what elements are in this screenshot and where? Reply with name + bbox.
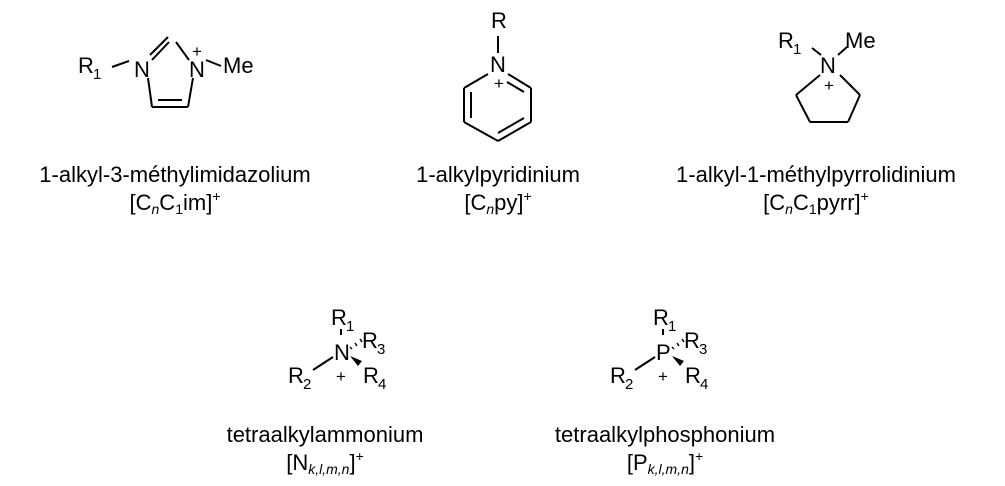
imidazolium-n1-label: N — [134, 57, 150, 82]
ammonium-wedge-bond — [350, 356, 362, 366]
phosphonium-r4-subscript: 4 — [700, 376, 708, 393]
phosphonium-charge: + — [658, 367, 668, 386]
imidazolium-methyl-label: Me — [223, 53, 254, 78]
ammonium-r2-subscript: 2 — [303, 376, 311, 393]
imidazolium-caption: 1-alkyl-3-méthylimidazolium [CnC1im]+ — [2, 161, 348, 217]
pyrrolidinium-abbreviation: [CnC1pyrr]+ — [763, 188, 869, 217]
pyrrolidinium-n-label: N — [820, 53, 836, 78]
phosphonium-r4-label: R — [685, 363, 701, 388]
phosphonium-caption: tetraalkylphosphonium [Pk,l,m,n]+ — [520, 421, 810, 477]
pyrrolidinium-methyl-label: Me — [845, 28, 876, 53]
phosphonium-abbreviation: [Pk,l,m,n]+ — [626, 448, 704, 477]
phosphonium-r2-label: R — [610, 363, 626, 388]
pyrrolidinium-name: 1-alkyl-1-méthylpyrrolidinium — [676, 162, 956, 187]
pyridinium-name: 1-alkylpyridinium — [416, 162, 580, 187]
imidazolium-structure: R 1 N N + Me — [78, 36, 254, 108]
phosphonium-r2-subscript: 2 — [625, 376, 633, 393]
imidazolium-bonds — [111, 36, 222, 108]
ammonium-abbreviation: [Nk,l,m,n]+ — [286, 448, 364, 477]
phosphonium-hashed-bond — [671, 338, 685, 350]
pyrrolidinium-structure: R 1 N + Me — [778, 28, 876, 123]
phosphonium-wedge-bond — [672, 356, 684, 366]
imidazolium-r-subscript: 1 — [93, 66, 101, 83]
pyridinium-caption: 1-alkylpyridinium [Cnpy]+ — [388, 161, 608, 217]
pyrrolidinium-r-subscript: 1 — [793, 41, 801, 58]
phosphonium-r1-label: R — [653, 305, 669, 330]
ammonium-caption: tetraalkylammonium [Nk,l,m,n]+ — [190, 421, 460, 477]
imidazolium-abbreviation: [CnC1im]+ — [129, 188, 221, 217]
ammonium-name: tetraalkylammonium — [226, 422, 424, 447]
phosphonium-name: tetraalkylphosphonium — [554, 422, 776, 447]
ammonium-r3-label: R — [362, 328, 378, 353]
phosphonium-r1-subscript: 1 — [668, 318, 676, 335]
imidazolium-charge: + — [192, 42, 202, 61]
imidazolium-n3-label: N — [189, 57, 205, 82]
ammonium-r1-label: R — [331, 305, 347, 330]
pyrrolidinium-caption: 1-alkyl-1-méthylpyrrolidinium [CnC1pyrr]… — [628, 161, 1004, 217]
pyridinium-r-label: R — [491, 8, 507, 33]
imidazolium-name: 1-alkyl-3-méthylimidazolium — [39, 162, 311, 187]
phosphonium-structure: R 1 R 3 P R 2 + R 4 — [610, 305, 708, 393]
ammonium-r3-subscript: 3 — [377, 341, 385, 358]
ammonium-structure: R 1 R 3 N R 2 + R 4 — [288, 305, 386, 393]
ammonium-r4-subscript: 4 — [378, 376, 386, 393]
pyridinium-abbreviation: [Cnpy]+ — [464, 188, 532, 217]
imidazolium-r-label: R — [78, 53, 94, 78]
pyridinium-bonds — [463, 36, 532, 142]
ammonium-r2-label: R — [288, 363, 304, 388]
phosphonium-r3-subscript: 3 — [699, 341, 707, 358]
ammonium-charge: + — [336, 367, 346, 386]
phosphonium-center-atom: P — [656, 340, 671, 365]
pyridinium-charge: + — [494, 74, 504, 93]
pyrrolidinium-charge: + — [824, 76, 834, 95]
pyridinium-n-label: N — [490, 52, 506, 77]
ammonium-r4-label: R — [363, 363, 379, 388]
pyrrolidinium-bonds — [795, 46, 861, 123]
pyrrolidinium-r-label: R — [778, 28, 794, 53]
phosphonium-r3-label: R — [684, 328, 700, 353]
ammonium-r1-subscript: 1 — [346, 318, 354, 335]
pyridinium-structure: R N + — [463, 8, 532, 142]
ammonium-center-atom: N — [334, 340, 350, 365]
ammonium-hashed-bond — [349, 338, 363, 350]
